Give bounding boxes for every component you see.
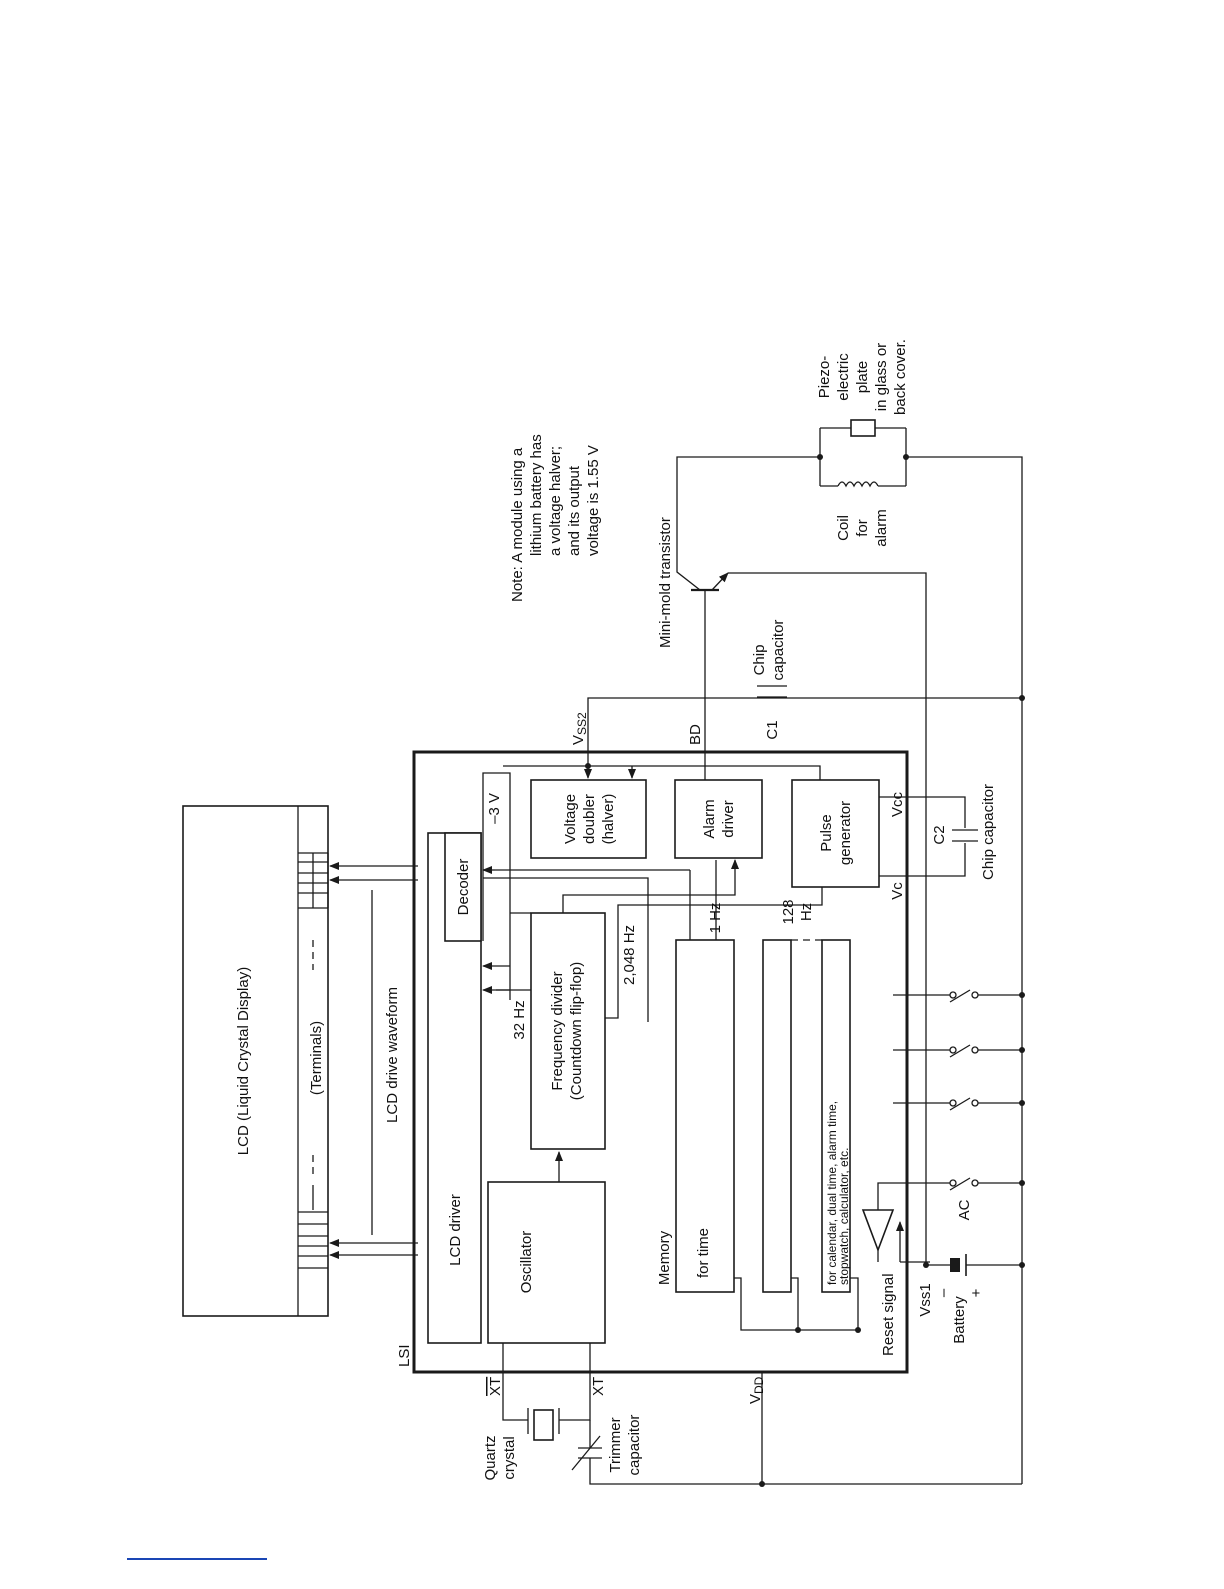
memory-other-blocks: for calendar, dual time, alarm time, sto…: [734, 939, 861, 1333]
coil-for-alarm: Coil for alarm: [817, 428, 906, 547]
battery-minus-label: –: [935, 1288, 952, 1297]
alarm-driver-block: Alarm driver: [674, 779, 763, 859]
c1-chip-capacitor: C1 Chip capacitor: [751, 620, 787, 740]
ac-label: AC: [956, 1199, 973, 1220]
pulse-generator-label-1: Pulse: [818, 814, 835, 852]
chip-capacitor-bottom-label: Chip capacitor: [980, 784, 997, 880]
ac-switch: AC: [877, 1177, 1025, 1220]
vss2-label: VSS2: [570, 712, 589, 745]
trimmer-capacitor-label-1: Trimmer: [607, 1417, 624, 1472]
vss1-label: Vss1: [917, 1283, 934, 1316]
piezoelectric-plate: Piezo- electric plate in glass or back c…: [816, 339, 1023, 1484]
xt-bar-label: XT: [487, 1377, 504, 1396]
trimmer-capacitor: Trimmer capacitor: [571, 1415, 1022, 1485]
hz128-label-b: Hz: [798, 903, 815, 921]
memory-label: Memory: [656, 1230, 673, 1285]
pulse-generator-block: Pulse generator: [791, 779, 880, 888]
coil-label-1: Coil: [835, 515, 852, 541]
lcd-title: LCD (Liquid Crystal Display): [235, 967, 252, 1155]
frequency-divider-label-1: Frequency divider: [549, 971, 566, 1090]
note-line-2: lithium battery has: [528, 434, 545, 556]
lcd-display-block: LCD (Liquid Crystal Display) (Terminals): [182, 805, 329, 1317]
mini-mold-transistor: Mini-mold transistor: [657, 456, 927, 1265]
hz1-label: 1 Hz: [707, 903, 724, 934]
piezo-label-4: in glass or: [873, 343, 890, 411]
hz2048-label: 2,048 Hz: [621, 925, 638, 985]
chip-capacitor-top-label-2: capacitor: [770, 620, 787, 681]
bd-label: BD: [687, 724, 704, 745]
switch-1: [893, 989, 1025, 1003]
switch-3: [893, 1097, 1025, 1111]
piezo-label-5: back cover.: [892, 339, 909, 415]
trimmer-capacitor-label-2: capacitor: [626, 1415, 643, 1476]
battery-label: Battery: [951, 1296, 968, 1344]
lcd-drive-arrows: LCD drive waveform: [329, 862, 418, 1259]
mini-mold-transistor-label: Mini-mold transistor: [657, 517, 674, 648]
alarm-driver-label-2: driver: [720, 800, 737, 838]
bd-line: BD: [687, 590, 706, 780]
voltage-doubler-label-1: Voltage: [562, 794, 579, 844]
oscillator-label: Oscillator: [518, 1231, 535, 1294]
memory-other-label-2: stopwatch, calculator, etc.: [837, 1148, 851, 1285]
coil-label-3: alarm: [873, 509, 890, 547]
chip-capacitor-top-label-1: Chip: [751, 645, 768, 676]
memory-for-time-block: Memory for time: [656, 939, 735, 1293]
minus-3v-label: –3 V: [486, 793, 503, 824]
vc-label: Vc: [889, 882, 906, 900]
footnote-rule: [127, 1558, 267, 1560]
voltage-doubler-block: Voltage doubler (halver): [530, 779, 647, 859]
frequency-divider-label-2: (Countdown flip-flop): [568, 962, 585, 1100]
decoder-block: Decoder: [444, 832, 482, 942]
lsi-boundary: [412, 750, 909, 1374]
quartz-crystal: XT XT Quartz crystal: [482, 1343, 607, 1481]
voltage-doubler-label-2: doubler: [581, 794, 598, 844]
vdd-label: VDD: [747, 1376, 766, 1404]
piezo-label-3: plate: [854, 361, 871, 394]
lcd-driver-label: LCD driver: [447, 1194, 464, 1266]
hz32-label: 32 Hz: [511, 1000, 528, 1039]
note-line-5: voltage is 1.55 V: [585, 445, 602, 556]
for-time-label: for time: [695, 1228, 712, 1278]
note-line-4: and its output: [566, 465, 583, 556]
oscillator-block: Oscillator: [487, 1181, 606, 1344]
piezo-label-1: Piezo-: [816, 356, 833, 399]
reset-buffer: Reset signal: [861, 1209, 930, 1356]
vcc-label: Vcc: [889, 792, 906, 818]
coil-label-2: for: [854, 519, 871, 537]
lcd-drive-waveform-label: LCD drive waveform: [384, 987, 401, 1123]
decoder-label: Decoder: [455, 859, 472, 916]
battery: Vss1 – Battery +: [917, 1254, 1025, 1344]
quartz-crystal-label-1: Quartz: [482, 1435, 499, 1480]
battery-plus-label: +: [968, 1288, 985, 1297]
alarm-driver-label-1: Alarm: [701, 799, 718, 838]
frequency-divider-block: Frequency divider (Countdown flip-flop): [530, 912, 606, 1150]
reset-signal-label: Reset signal: [880, 1273, 897, 1356]
xt-label: XT: [590, 1377, 607, 1396]
lsi-label: LSI: [396, 1344, 413, 1367]
voltage-doubler-label-3: (halver): [600, 794, 617, 845]
c2-label: C2: [931, 825, 948, 844]
quartz-crystal-label-2: crystal: [501, 1436, 518, 1479]
vdd-line: VDD: [747, 695, 1025, 1487]
c1-label: C1: [764, 720, 781, 739]
terminals-label: (Terminals): [308, 1021, 325, 1095]
memory-other-label-1: for calendar, dual time, alarm time,: [825, 1101, 839, 1285]
switch-2: [893, 1044, 1025, 1058]
hz128-label-a: 128: [780, 899, 797, 924]
signal-32hz: 32 Hz –3 V: [482, 772, 531, 1040]
frequency-signals: 2,048 Hz 1 Hz 128 Hz: [482, 859, 823, 1022]
piezo-label-2: electric: [835, 353, 852, 401]
pulse-generator-label-2: generator: [837, 801, 854, 865]
note-line-3: a voltage halver;: [547, 446, 564, 556]
c2-chip-capacitor: Vcc Vc C2 Chip capacitor: [879, 784, 997, 900]
note-line-1: Note: A module using a: [509, 447, 526, 602]
lithium-battery-note: Note: A module using a lithium battery h…: [509, 434, 602, 602]
vss2-rail: VSS2: [503, 697, 1022, 780]
